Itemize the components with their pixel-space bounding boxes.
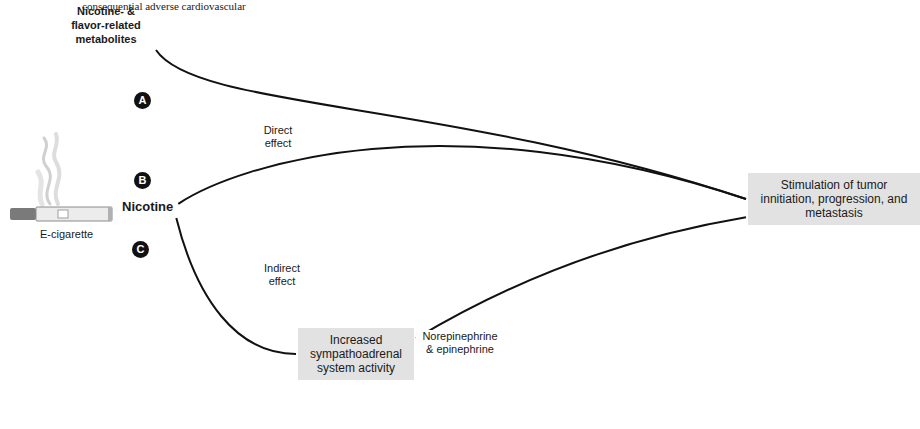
node-text: Increased sympathoadrenal system activit…: [305, 333, 407, 375]
outcome-box: Stimulation of tumor innitiation, progre…: [748, 173, 920, 225]
device-window: [58, 210, 68, 218]
vapor-wisp: [43, 138, 50, 204]
vapor-wisp: [38, 172, 42, 204]
curved-connector: [416, 217, 746, 338]
callout-letter: C: [132, 241, 149, 258]
curved-connector: [178, 146, 746, 204]
callout-letter: A: [134, 92, 151, 109]
device-tip: [108, 207, 112, 221]
mouthpiece: [10, 208, 36, 220]
cropped-text: consequential adverse cardiovascular: [80, 0, 248, 12]
process-box: Increased sympathoadrenal system activit…: [298, 328, 414, 380]
edge-label: Norepinephrine & epinephrine: [416, 330, 504, 356]
vapor-wisp: [54, 134, 59, 204]
effect-label: Indirect effect: [252, 262, 312, 288]
effect-label: Direct effect: [250, 124, 306, 150]
node-text: Stimulation of tumor innitiation, progre…: [755, 178, 913, 220]
node-text: Nicotine: [122, 199, 173, 215]
device-label: E-cigarette: [38, 228, 95, 241]
source-text: Nicotine: [121, 199, 174, 215]
device-body: [36, 207, 112, 221]
callout-letter: B: [134, 172, 151, 189]
curved-connector: [156, 50, 746, 199]
